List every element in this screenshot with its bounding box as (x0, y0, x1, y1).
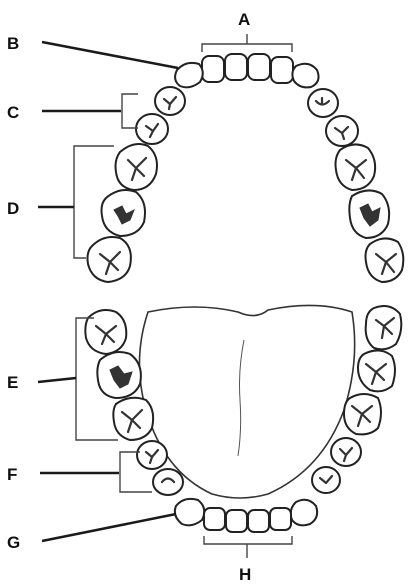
label-c-group: C (7, 94, 138, 128)
label-g: G (7, 533, 20, 552)
label-g-group: G (7, 514, 176, 552)
label-b-leader (42, 42, 178, 68)
lower-canine-left (175, 499, 204, 525)
upper-arch (88, 54, 404, 282)
upper-premolar-left-1 (155, 87, 185, 115)
lower-premolar-right-1 (331, 438, 361, 466)
label-c-bracket (122, 94, 138, 128)
label-a-group: A (202, 10, 292, 52)
upper-molars (88, 144, 404, 282)
upper-incisor-3 (248, 54, 270, 80)
label-g-leader (42, 514, 176, 541)
upper-incisors (202, 54, 293, 83)
upper-canine-right (292, 64, 318, 88)
label-b-group: B (7, 34, 178, 68)
label-a: A (238, 10, 250, 29)
upper-incisor-1 (202, 56, 224, 82)
upper-molar-left-3 (88, 237, 131, 282)
lower-incisor-2 (226, 510, 247, 532)
label-d: D (7, 199, 19, 218)
label-b: B (7, 34, 19, 53)
lower-canine-right (291, 500, 317, 526)
lower-premolar-left-1 (137, 441, 167, 469)
lower-premolar-right-2 (312, 467, 340, 493)
upper-canine-left (175, 63, 203, 87)
upper-premolar-right-2 (326, 116, 358, 146)
label-e-leader (38, 378, 76, 382)
label-c: C (7, 103, 19, 122)
upper-incisor-4 (271, 57, 293, 83)
upper-incisor-2 (225, 54, 247, 80)
lower-incisor-3 (248, 510, 269, 532)
label-e: E (7, 373, 18, 392)
label-f-group: F (7, 452, 152, 492)
lower-incisor-4 (270, 508, 291, 530)
label-h-group: H (204, 536, 292, 584)
lower-premolar-left-2 (153, 469, 183, 495)
upper-premolars (136, 87, 358, 146)
label-f: F (7, 465, 17, 484)
label-h: H (239, 565, 251, 584)
lower-molar-left-1 (85, 310, 126, 354)
label-h-bracket (204, 536, 292, 544)
lower-incisors (204, 508, 291, 532)
label-a-bracket (202, 44, 292, 52)
lower-incisor-1 (204, 508, 225, 530)
